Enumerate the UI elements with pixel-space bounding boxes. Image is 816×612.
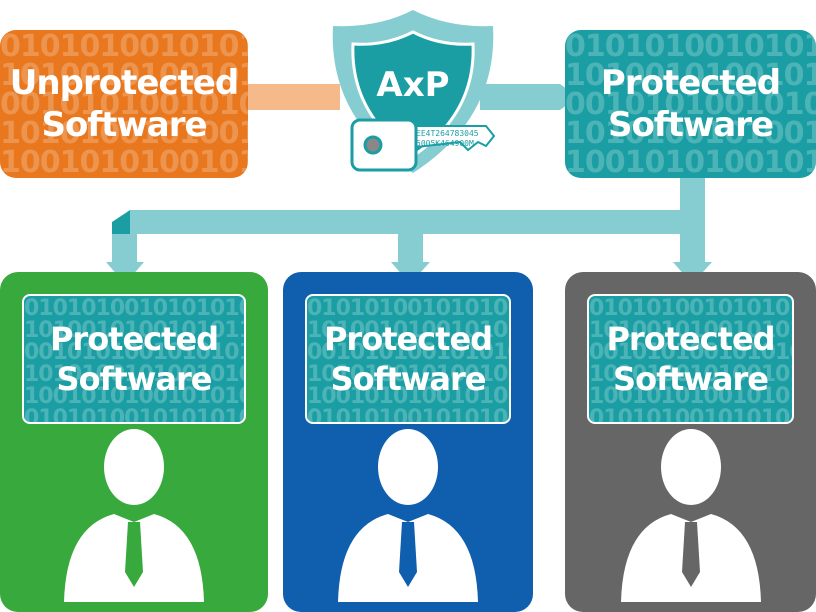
protected-software-panel: 0101010010101010110100101001010110001010… bbox=[305, 294, 511, 424]
shield-label: AxP bbox=[376, 65, 449, 105]
binary-pattern: 0101010010101010110100101001010110001010… bbox=[0, 30, 248, 178]
input-connector bbox=[240, 84, 340, 110]
output-arrow bbox=[480, 84, 578, 110]
distribution-bar bbox=[130, 210, 705, 234]
user-card-gray: 0101010010101010110100101001010110001010… bbox=[565, 272, 816, 612]
protected-software-box: 0101010010101010110100101001010110001010… bbox=[565, 30, 816, 178]
protected-software-panel: 0101010010101010110100101001010110001010… bbox=[587, 294, 794, 424]
key-icon: EE4T264783045 5005K464900M bbox=[350, 118, 496, 172]
user-icon bbox=[64, 429, 204, 602]
unprotected-software-box: 0101010010101010110100101001010110001010… bbox=[0, 30, 248, 178]
user-icon bbox=[338, 429, 478, 602]
user-icon bbox=[620, 429, 761, 602]
user-card-blue: 0101010010101010110100101001010110001010… bbox=[283, 272, 533, 612]
axp-shield-icon: AxP EE4T264783045 5005K464900M bbox=[332, 10, 496, 173]
svg-text:5005K464900M: 5005K464900M bbox=[416, 139, 474, 148]
binary-pattern: 0101010010101010110100101001010110001010… bbox=[565, 30, 816, 178]
svg-text:EE4T264783045: EE4T264783045 bbox=[416, 129, 479, 138]
